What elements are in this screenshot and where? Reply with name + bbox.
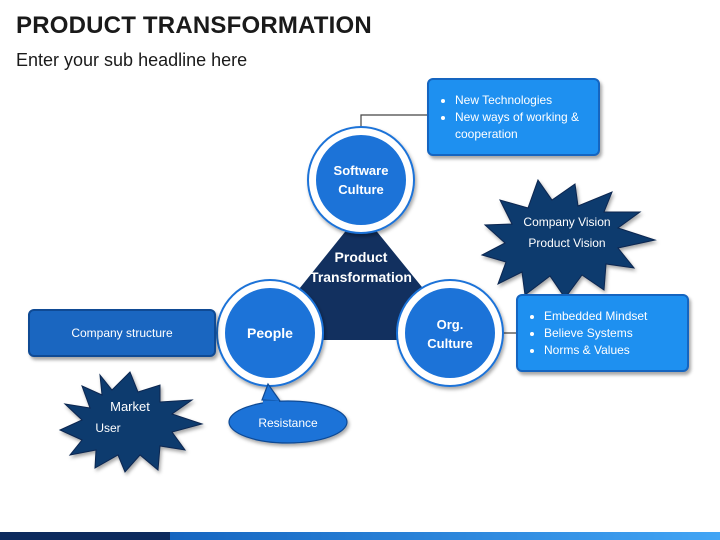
software-culture-line2: Culture xyxy=(338,182,384,197)
technologies-list: New Technologies New ways of working & c… xyxy=(441,92,590,143)
node-software-culture xyxy=(307,126,415,234)
org-culture-item: Embedded Mindset xyxy=(544,308,679,325)
company-structure-box: Company structure xyxy=(28,309,216,357)
org-culture-box: Embedded Mindset Believe Systems Norms &… xyxy=(516,294,689,372)
footer-bar-dark xyxy=(0,532,170,540)
people-label: People xyxy=(247,325,293,341)
bubble-resistance xyxy=(228,382,348,444)
technologies-box: New Technologies New ways of working & c… xyxy=(427,78,600,156)
burst-company-vision xyxy=(480,178,657,299)
org-culture-line2: Culture xyxy=(427,336,473,351)
vision-line1: Company Vision xyxy=(523,215,610,229)
market-line2: User xyxy=(95,421,120,435)
org-culture-item: Believe Systems xyxy=(544,325,679,342)
center-label-line1: Product xyxy=(335,249,388,265)
center-label-line2: Transformation xyxy=(310,269,412,285)
vision-line2: Product Vision xyxy=(528,236,605,250)
resistance-label: Resistance xyxy=(258,416,318,430)
footer-bar-light xyxy=(170,532,720,540)
node-people xyxy=(216,279,324,387)
burst-market xyxy=(58,371,204,473)
market-line1: Market xyxy=(110,399,150,414)
software-culture-line1: Software xyxy=(334,163,389,178)
org-culture-list: Embedded Mindset Believe Systems Norms &… xyxy=(530,308,679,359)
page-title: PRODUCT TRANSFORMATION xyxy=(16,12,372,39)
org-culture-line1: Org. xyxy=(437,317,464,332)
technologies-item: New Technologies xyxy=(455,92,590,109)
technologies-item: New ways of working & cooperation xyxy=(455,109,590,143)
node-org-culture xyxy=(396,279,504,387)
page-subtitle: Enter your sub headline here xyxy=(16,50,248,70)
org-culture-item: Norms & Values xyxy=(544,342,679,359)
company-structure-label: Company structure xyxy=(71,325,173,340)
